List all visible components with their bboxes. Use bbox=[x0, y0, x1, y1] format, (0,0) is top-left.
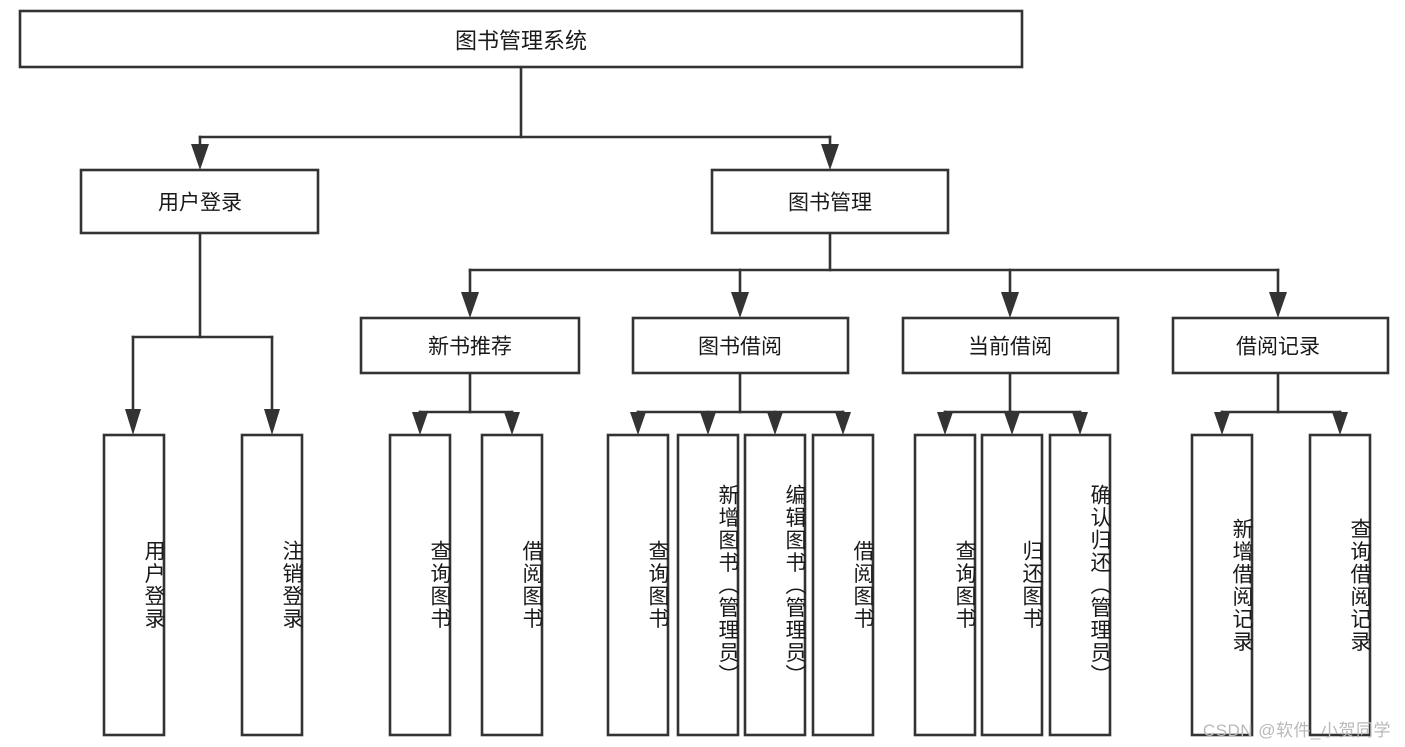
arrow-head-book-manage bbox=[821, 144, 839, 170]
arrow-head-new-book bbox=[461, 292, 479, 318]
arrow-head-leaf-new-book-1 bbox=[412, 412, 428, 435]
leaf-box-new-book-0[interactable] bbox=[388, 433, 452, 737]
leaf-box-current-borrow-1[interactable] bbox=[980, 433, 1044, 737]
leaf-box-current-borrow-2[interactable] bbox=[1048, 433, 1112, 737]
node-current-borrow-label: 当前借阅 bbox=[968, 336, 1052, 359]
leaf-box-book-borrow-0[interactable] bbox=[606, 433, 670, 737]
node-book-borrow-label: 图书借阅 bbox=[698, 336, 782, 359]
node-user-login-label: 用户登录 bbox=[158, 192, 242, 215]
node-borrow-record-label: 借阅记录 bbox=[1236, 336, 1320, 359]
leaf-box-book-borrow-2[interactable] bbox=[743, 433, 807, 737]
leaf-box-borrow-record-0[interactable] bbox=[1190, 433, 1254, 737]
node-new-book-recommend[interactable] bbox=[359, 316, 581, 375]
node-label-group: 图书管理系统 用户登录 图书管理 新书推荐 图书借阅 当前借阅 借阅记录 bbox=[158, 29, 1320, 359]
node-book-manage-label: 图书管理 bbox=[788, 192, 872, 215]
node-book-borrow[interactable] bbox=[631, 316, 850, 375]
connector-group bbox=[125, 65, 1348, 435]
leaf-box-new-book-1[interactable] bbox=[480, 433, 544, 737]
leaf-box-user-login-0[interactable] bbox=[102, 433, 166, 737]
node-book-manage[interactable] bbox=[710, 168, 950, 235]
arrow-head-book-borrow bbox=[731, 292, 749, 318]
node-current-borrow[interactable] bbox=[901, 316, 1120, 375]
leaf-box-book-borrow-1[interactable] bbox=[676, 433, 740, 737]
leaf-box-user-login-1[interactable] bbox=[240, 433, 304, 737]
node-box-group bbox=[18, 9, 1390, 737]
leaf-box-borrow-record-1[interactable] bbox=[1308, 433, 1372, 737]
node-root-label: 图书管理系统 bbox=[455, 29, 587, 54]
leaf-box-current-borrow-0[interactable] bbox=[913, 433, 977, 737]
arrow-head-leaf-user-login-1 bbox=[125, 409, 141, 435]
arrow-head-leaf-current-borrow-3 bbox=[1072, 412, 1088, 435]
arrow-head-leaf-new-book-2 bbox=[504, 412, 520, 435]
arrow-head-leaf-book-borrow-4 bbox=[835, 412, 851, 435]
watermark-text: CSDN @软件_小贺同学 bbox=[1202, 721, 1391, 740]
node-user-login[interactable] bbox=[79, 168, 320, 235]
node-borrow-record[interactable] bbox=[1171, 316, 1390, 375]
arrow-head-leaf-book-borrow-3 bbox=[767, 412, 783, 435]
arrow-head-leaf-user-login-2 bbox=[264, 409, 280, 435]
arrow-head-user-login bbox=[191, 144, 209, 170]
leaf-box-book-borrow-3[interactable] bbox=[811, 433, 875, 737]
node-new-book-recommend-label: 新书推荐 bbox=[428, 336, 512, 359]
arrow-head-leaf-book-borrow-1 bbox=[630, 412, 646, 435]
arrow-head-leaf-borrow-record-2 bbox=[1332, 412, 1348, 435]
arrow-head-leaf-current-borrow-1 bbox=[937, 412, 953, 435]
arrow-head-leaf-borrow-record-1 bbox=[1214, 412, 1230, 435]
node-root[interactable] bbox=[18, 9, 1024, 69]
arrow-head-borrow-record bbox=[1269, 292, 1287, 318]
arrow-head-leaf-book-borrow-2 bbox=[700, 412, 716, 435]
arrow-head-current-borrow bbox=[1001, 292, 1019, 318]
arrow-head-leaf-current-borrow-2 bbox=[1004, 412, 1020, 435]
